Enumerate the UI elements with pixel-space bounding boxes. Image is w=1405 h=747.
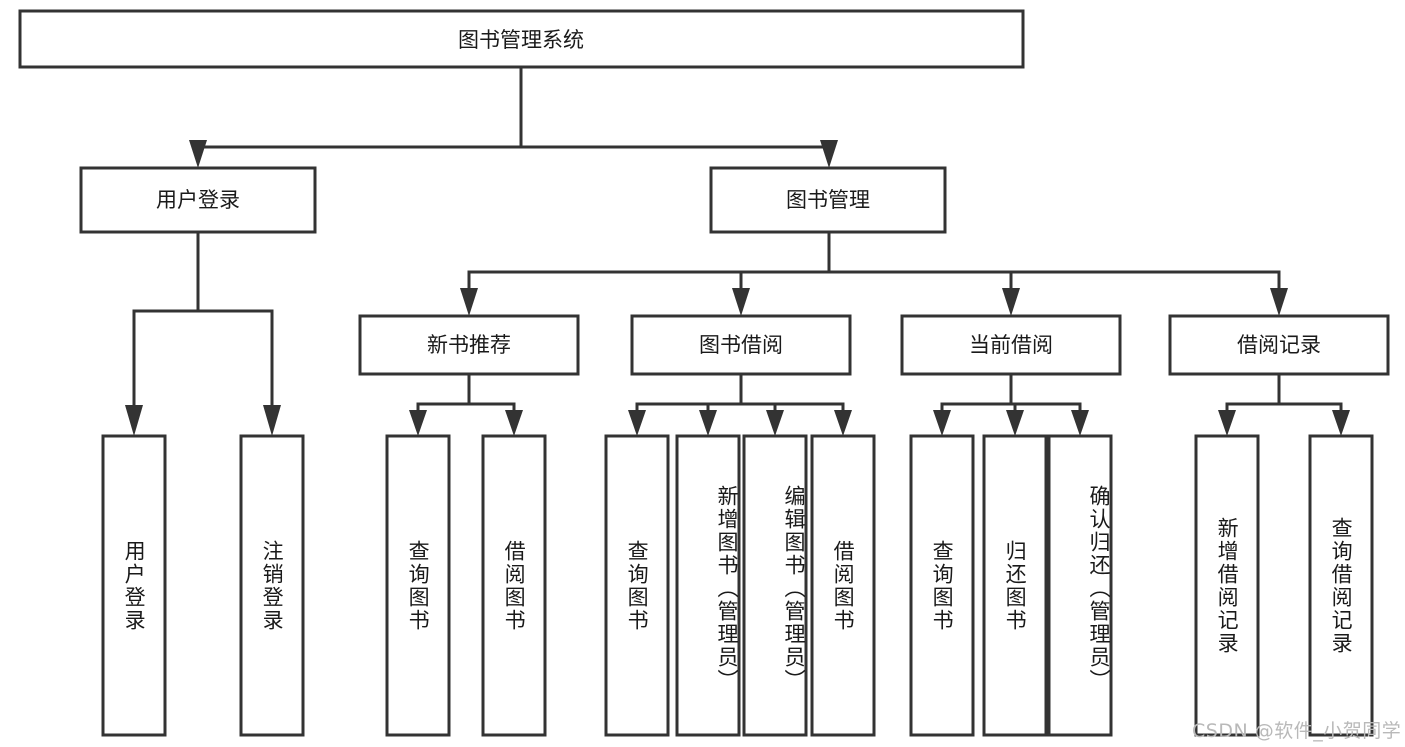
node-book-borrow-label: 图书借阅	[699, 333, 783, 357]
connector-group-book-borrow	[628, 372, 852, 436]
arrow-head-l3-4	[1270, 288, 1288, 316]
node-current-borrow-label: 当前借阅	[969, 333, 1053, 357]
node-root[interactable]: 图书管理系统	[18, 9, 1025, 69]
node-book-borrow[interactable]: 图书借阅	[630, 314, 852, 376]
leaf-box-query-borrow-record[interactable]	[1308, 434, 1374, 737]
arrow-head-cb-1	[933, 410, 951, 436]
connector-group-new-book	[409, 372, 523, 436]
connector-group-book-mgmt	[460, 230, 1288, 316]
node-user-login-box[interactable]	[79, 166, 317, 234]
leaf-box-query-book-2[interactable]	[604, 434, 670, 737]
leaf-box-confirm-return-admin[interactable]	[1047, 434, 1113, 737]
arrow-head-l3-1	[460, 288, 478, 316]
leaf-box-user-login[interactable]	[101, 434, 167, 737]
node-book-management[interactable]: 图书管理	[709, 166, 947, 234]
leaf-box-edit-book-admin[interactable]	[742, 434, 808, 737]
node-user-login-label: 用户登录	[156, 188, 240, 212]
arrow-head-bb-3	[766, 410, 784, 436]
arrow-head-bb-4	[834, 410, 852, 436]
node-book-management-box[interactable]	[709, 166, 947, 234]
leaf-box-query-book-3[interactable]	[909, 434, 975, 737]
arrow-head-book-mgmt	[820, 140, 838, 168]
arrow-head-bb-1	[628, 410, 646, 436]
arrow-head-nb-1	[409, 410, 427, 436]
node-book-borrow-box[interactable]	[630, 314, 852, 376]
leaf-box-group	[101, 434, 1374, 737]
connector-group-root	[189, 65, 838, 168]
node-new-book-recommend-label: 新书推荐	[427, 333, 511, 357]
arrow-head-l3-2	[732, 288, 750, 316]
node-root-label: 图书管理系统	[458, 28, 584, 52]
leaf-box-query-book-1[interactable]	[385, 434, 451, 737]
node-current-borrow-box[interactable]	[900, 314, 1122, 376]
csdn-watermark: CSDN @软件_小贺同学	[1192, 720, 1402, 742]
arrow-head-br-1	[1218, 410, 1236, 436]
connector-group-borrow-record	[1218, 372, 1350, 436]
node-current-borrow[interactable]: 当前借阅	[900, 314, 1122, 376]
arrow-head-ul-1	[125, 405, 143, 436]
node-borrow-record[interactable]: 借阅记录	[1168, 314, 1390, 376]
node-book-management-label: 图书管理	[786, 188, 870, 212]
leaf-box-add-book-admin[interactable]	[675, 434, 741, 737]
arrow-head-ul-2	[263, 405, 281, 436]
node-root-box[interactable]	[18, 9, 1025, 69]
node-borrow-record-box[interactable]	[1168, 314, 1390, 376]
node-user-login[interactable]: 用户登录	[79, 166, 317, 234]
connector-group-user-login	[125, 230, 281, 436]
arrow-head-bb-2	[699, 410, 717, 436]
arrow-head-br-2	[1332, 410, 1350, 436]
arrow-head-user-login	[189, 140, 207, 168]
leaf-box-return-book[interactable]	[982, 434, 1048, 737]
node-borrow-record-label: 借阅记录	[1237, 333, 1321, 357]
leaf-box-logout[interactable]	[239, 434, 305, 737]
node-new-book-recommend[interactable]: 新书推荐	[358, 314, 580, 376]
connector-group-current-borrow	[933, 372, 1089, 436]
arrow-head-l3-3	[1002, 288, 1020, 316]
arrow-head-cb-2	[1006, 410, 1024, 436]
leaf-box-borrow-book-1[interactable]	[481, 434, 547, 737]
leaf-box-add-borrow-record[interactable]	[1194, 434, 1260, 737]
arrow-head-nb-2	[505, 410, 523, 436]
leaf-box-borrow-book-2[interactable]	[810, 434, 876, 737]
node-new-book-recommend-box[interactable]	[358, 314, 580, 376]
arrow-head-cb-3	[1071, 410, 1089, 436]
